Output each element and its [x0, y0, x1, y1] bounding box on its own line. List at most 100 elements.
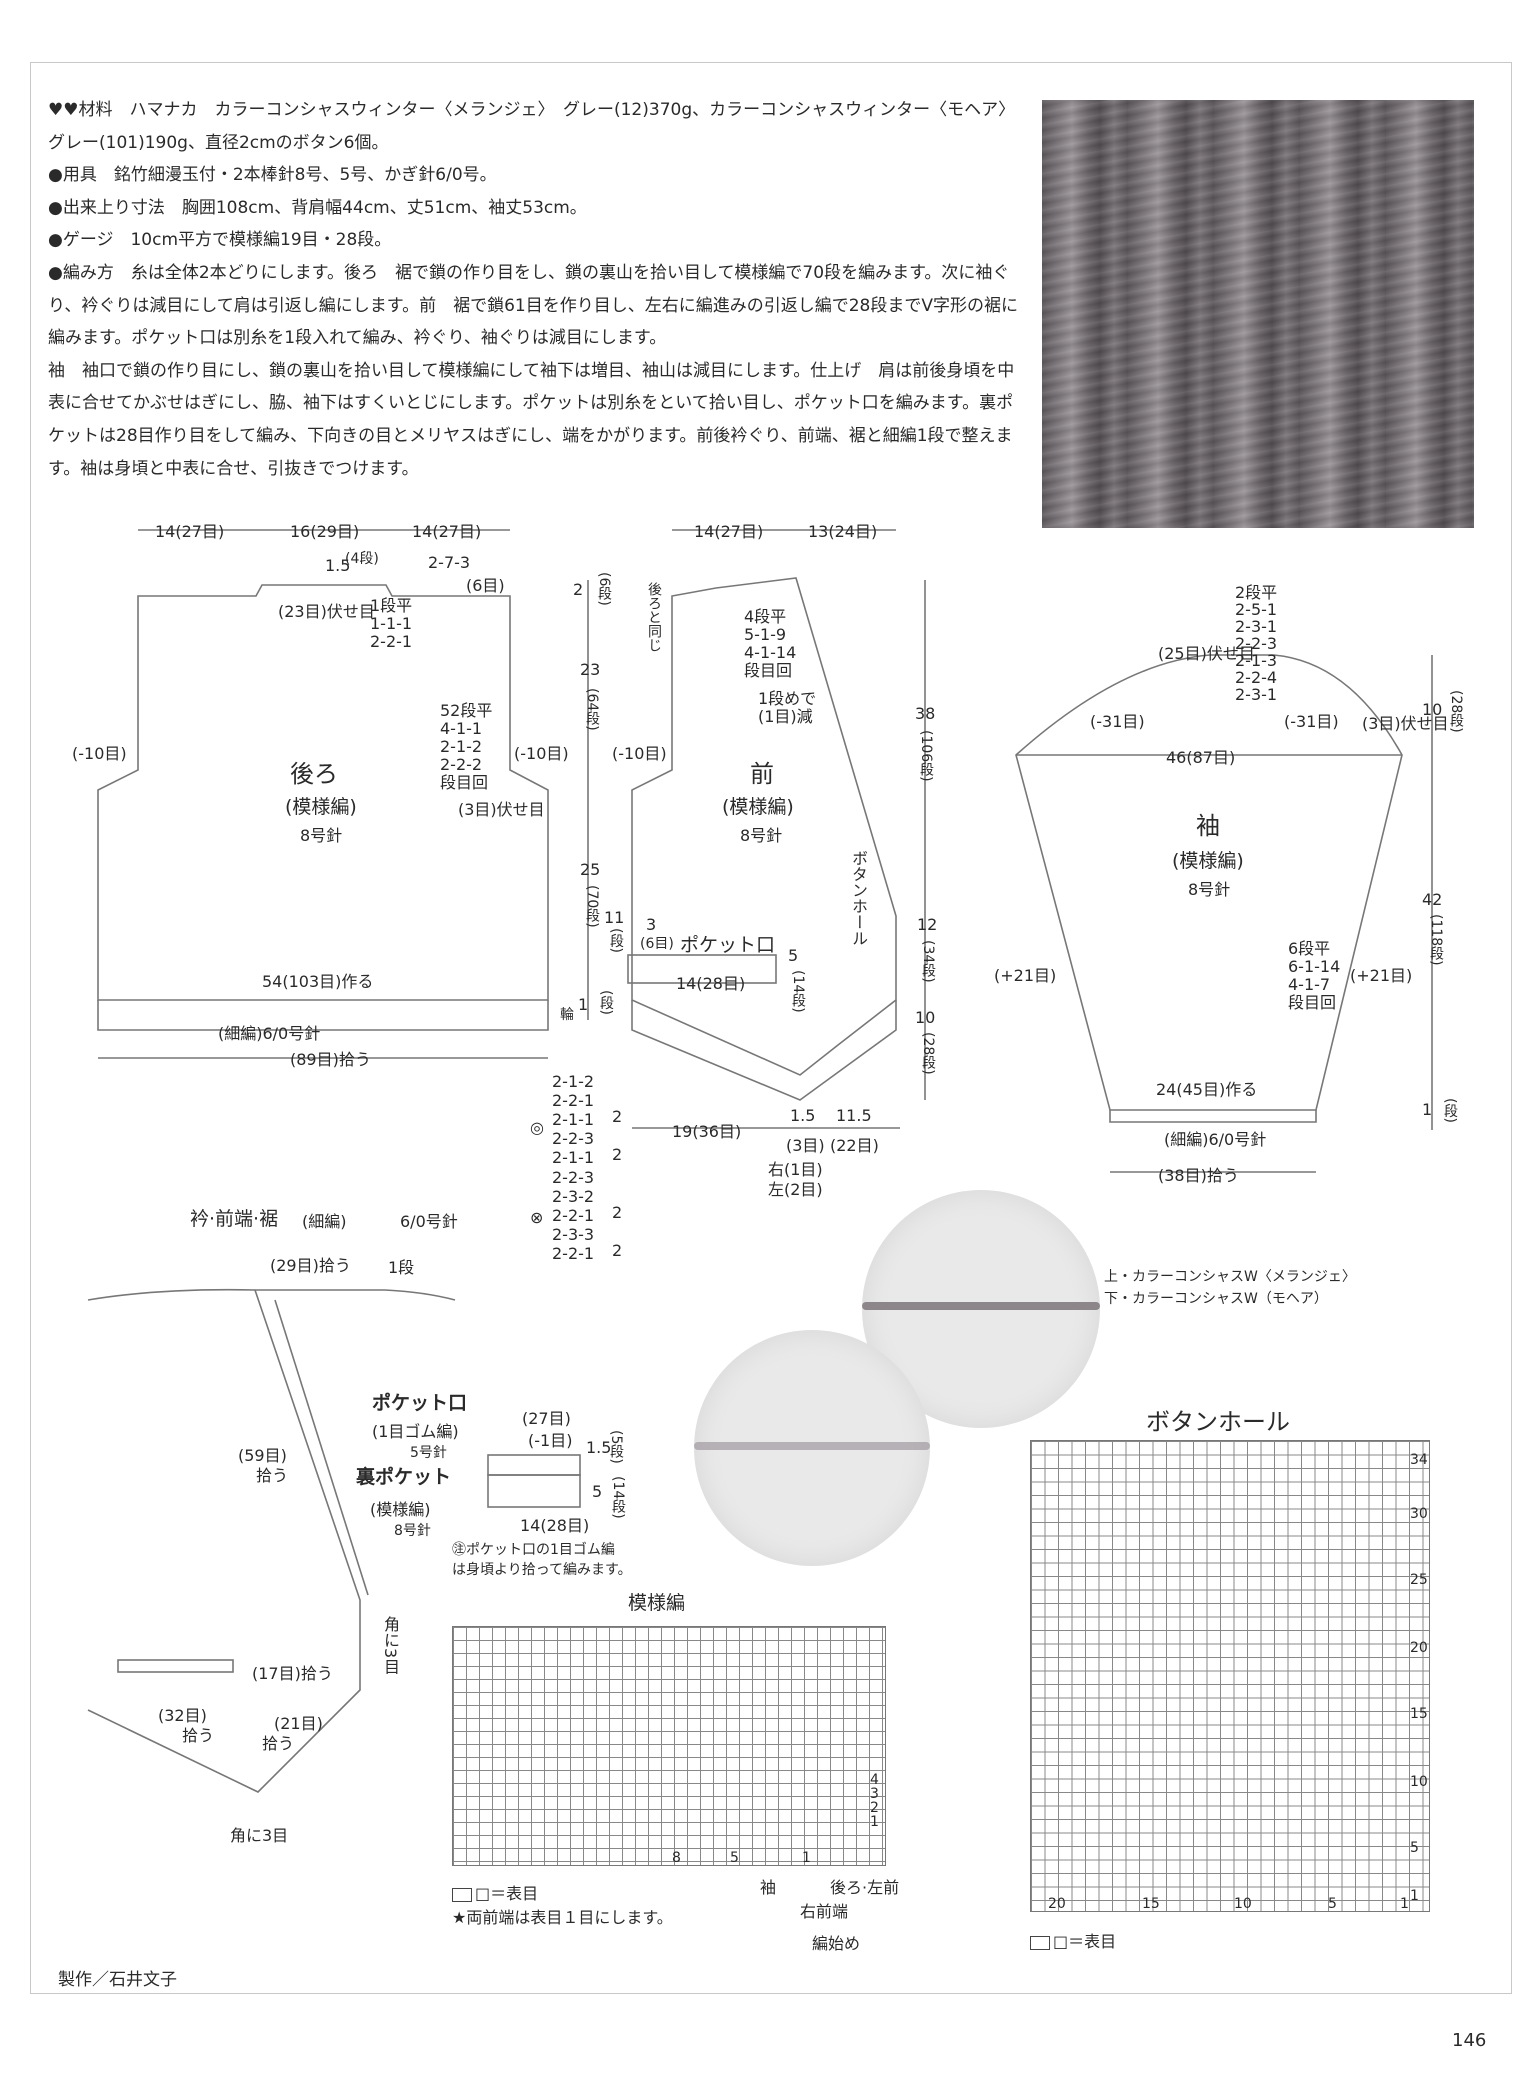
- front-bottom-left: 19(36目): [672, 1122, 742, 1141]
- back-shoulder-st: (6目): [466, 576, 505, 595]
- knit-swatch-photo: [1042, 100, 1474, 528]
- front-band-inner: [274, 1299, 369, 1596]
- bh-row-10: 10: [1410, 1774, 1428, 1790]
- dim-v6: 38: [915, 704, 936, 723]
- short-row-a: 2-1-2 2-2-1 2-1-1 2-2-3 2-1-1: [552, 1072, 595, 1167]
- yarn-melange-strand: [862, 1302, 1100, 1310]
- bh-row-1: 1: [1410, 1888, 1419, 1904]
- sleeve-inc-left: (+21目): [994, 966, 1057, 985]
- front-bottom-center2: (3目): [786, 1136, 825, 1155]
- pocket-rib-rect: [487, 1454, 581, 1476]
- dim-v7: 12: [917, 915, 938, 934]
- legend-box-icon: [1030, 1935, 1050, 1950]
- front-needle: 8号針: [740, 826, 783, 845]
- dim-v6-rows: (106段): [918, 730, 934, 782]
- pattern-chart-title: 模様編: [628, 1592, 686, 1614]
- sleeve-outline: [1015, 654, 1403, 1111]
- pattern-chart-row2: 2: [870, 1800, 879, 1816]
- tools-text: ●用具 銘竹細漫玉付・2本棒針8号、5号、かぎ針6/0号。: [48, 165, 497, 186]
- bh-col-5: 5: [1328, 1896, 1337, 1912]
- collar-stitch: (細編): [302, 1212, 347, 1231]
- front-pocket-l2: (6目): [640, 936, 674, 952]
- pattern-chart-legend-text: □＝表目: [475, 1884, 539, 1903]
- dim-v1: 2: [573, 580, 584, 599]
- front-hem: [631, 1000, 897, 1101]
- sleeve-cap-dec: 2段平 2-5-1 2-3-1 2-2-3 2-1-3 2-2-4 2-3-1: [1235, 583, 1278, 704]
- collar-pick32: (32目): [158, 1706, 207, 1725]
- collar-needle: 6/0号針: [400, 1212, 458, 1231]
- sleeve-stitch: (模様編): [1172, 850, 1244, 872]
- pattern-chart-col1: 1: [802, 1850, 811, 1866]
- bh-row-15: 15: [1410, 1706, 1428, 1722]
- sleeve-h2-rows: (118段): [1428, 914, 1444, 966]
- bh-row-30: 30: [1410, 1506, 1428, 1522]
- sleeve-cap-bind: (25目)伏せ目: [1158, 644, 1255, 663]
- pattern-chart-legend: □＝表目: [452, 1880, 538, 1904]
- short-row-a-num: 2 2: [612, 1107, 623, 1164]
- buttonhole-chart-title: ボタンホール: [1146, 1408, 1290, 1436]
- dim-v5-rows: (段): [598, 990, 614, 1015]
- short-row-b: 2-2-3 2-3-2 2-2-1 2-3-3 2-2-1: [552, 1168, 595, 1263]
- pattern-chart-row3: 3: [870, 1786, 879, 1802]
- collar-pick21: (21目): [274, 1714, 323, 1733]
- pattern-chart-note: ★両前端は表目１目にします。: [452, 1908, 673, 1927]
- sleeve-cuff: [1109, 1110, 1317, 1123]
- collar-pick29: (29目)拾う: [270, 1256, 351, 1275]
- dim-v7-rows: (34段): [920, 940, 936, 983]
- collar-corner: 角に3目: [230, 1826, 289, 1845]
- back-hem: [97, 1000, 549, 1031]
- front-side: (-10目): [612, 744, 667, 763]
- back-pickup: (89目)拾う: [290, 1050, 371, 1069]
- sleeve-cast-on: 24(45目)作る: [1156, 1080, 1258, 1099]
- materials-text: ♥♥材料 ハマナカ カラーコンシャスウィンター〈メランジェ〉 グレー(12)37…: [48, 100, 1024, 153]
- back-title: 後ろ: [290, 760, 338, 788]
- pocket-note: ㊟ポケット口の1目ゴム編 は身頃より拾って編みます。: [452, 1542, 632, 1578]
- short-row-b-num: 2 2: [612, 1203, 623, 1260]
- dim-v2-rows: (64段): [584, 688, 600, 731]
- pocket-rib: (1目ゴム編): [372, 1422, 459, 1441]
- pocket-h2-rows: (14段): [610, 1476, 626, 1519]
- back-side-left: (-10目): [72, 744, 127, 763]
- front-band: [87, 1289, 361, 1793]
- legend-box-icon: [452, 1887, 472, 1902]
- front-first-dec: 1段めで (1目)減: [758, 689, 817, 726]
- collar-outline: [87, 1288, 456, 1301]
- method-text: ●編み方 糸は全体2本どりにします。後ろ 裾で鎖の作り目をし、鎖の裏山を拾い目し…: [48, 262, 1019, 349]
- back-stitch: (模様編): [285, 796, 357, 818]
- pattern-chart-grid: [452, 1626, 886, 1866]
- pocket-w1: (27目): [522, 1409, 571, 1428]
- sleeve-title: 袖: [1196, 812, 1220, 840]
- collar-corner-vertical: 角に3目: [381, 1616, 400, 1675]
- front-pocket-l: 3: [646, 915, 657, 934]
- collar-title: 衿·前端·裾: [190, 1208, 279, 1230]
- front-buttonhole: ボタンホール: [849, 850, 868, 946]
- back-outline: [97, 584, 549, 1001]
- gauge-text: ●ゲージ 10cm平方で模様編19目・28段。: [48, 230, 392, 251]
- pattern-chart-row1: 1: [870, 1814, 879, 1830]
- bh-row-20: 20: [1410, 1640, 1428, 1656]
- pattern-chart-sleeve: 袖: [760, 1878, 777, 1897]
- dim-v8-rows: (28段): [920, 1032, 936, 1075]
- instructions-text: ♥♥材料 ハマナカ カラーコンシャスウィンター〈メランジェ〉 グレー(12)37…: [48, 94, 1024, 485]
- sleeve-h1-rows: (28段): [1448, 690, 1464, 733]
- sleeve-bind3: (3目)伏せ目: [1362, 714, 1449, 733]
- sleeve-needle: 8号針: [1188, 880, 1231, 899]
- credit: 製作／石井文子: [58, 1970, 177, 1990]
- back-neck-height: 1.5: [325, 556, 351, 575]
- pocket-inner-rect: [487, 1474, 581, 1508]
- front-bottom-right2: (22目): [830, 1136, 879, 1155]
- dim-v4-rows: (段): [608, 928, 624, 953]
- sleeve-cap-right: (-31目): [1284, 712, 1339, 731]
- bh-col-10: 10: [1234, 1896, 1252, 1912]
- dim-v5: 1: [578, 995, 589, 1014]
- dim-v8: 10: [915, 1008, 936, 1027]
- pocket-w2: (-1目): [528, 1431, 573, 1450]
- sleeve-inc: 6段平 6-1-14 4-1-7 段目回: [1288, 939, 1341, 1012]
- back-neck-bind: (23目)伏せ目: [278, 602, 375, 621]
- bh-row-5: 5: [1410, 1840, 1419, 1856]
- back-arm-bind: (3目)伏せ目: [458, 800, 545, 819]
- pocket-h1-rows: (5段): [608, 1430, 624, 1464]
- pocket-opening-title: ポケット口: [372, 1392, 468, 1414]
- back-neck-dec: 1段平 1-1-1 2-2-1: [370, 596, 413, 651]
- back-side-right: (-10目): [514, 744, 569, 763]
